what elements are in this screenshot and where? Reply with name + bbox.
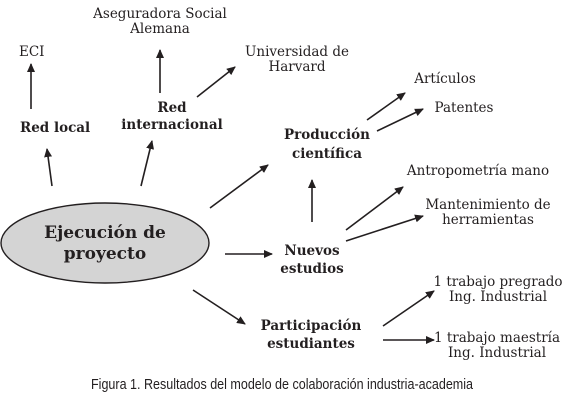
node-eci: ECI (19, 44, 45, 60)
arrows (27, 49, 435, 344)
arrow-to-mantenimiento (345, 214, 424, 242)
figure-caption: Figura 1. Resultados del modelo de colab… (91, 377, 474, 393)
arrow-to-produccion (209, 164, 269, 209)
project-ellipse (0, 202, 210, 284)
center-label-line2: proyecto (64, 244, 146, 264)
node-maestria-line2: Ing. Industrial (448, 345, 546, 361)
arrow-to-red-local (44, 148, 53, 187)
arrow-to-red-internacional (140, 140, 154, 187)
node-articulos: Artículos (413, 71, 476, 87)
node-nuevos-line1: Nuevos (284, 243, 340, 259)
node-nuevos-line2: estudios (280, 261, 344, 277)
node-red-local: Red local (20, 120, 90, 136)
node-red-internacional-line2: internacional (121, 117, 223, 133)
node-participacion-line1: Participación (261, 318, 362, 334)
node-produccion-line1: Producción (284, 127, 370, 143)
node-pregrado-line2: Ing. Industrial (449, 289, 547, 305)
node-participacion-line2: estudiantes (267, 336, 355, 352)
arrow-to-antropometria (345, 186, 404, 231)
node-produccion-line2: científica (292, 146, 362, 162)
node-maestria-line1: 1 trabajo maestría (434, 330, 560, 346)
node-mantenimiento-line1: Mantenimiento de (425, 197, 550, 213)
node-aseguradora-line2: Alemana (129, 21, 190, 37)
node-harvard-line1: Universidad de (245, 44, 349, 60)
node-aseguradora-line1: Aseguradora Social (92, 6, 227, 22)
arrow-to-articulos (366, 92, 406, 121)
arrow-to-participacion (192, 289, 246, 325)
node-patentes: Patentes (435, 100, 494, 116)
node-antropometria: Antropometría mano (406, 163, 549, 179)
arrow-to-pregrado (382, 290, 435, 327)
arrow-to-harvard (196, 66, 236, 98)
arrow-to-patentes (376, 108, 424, 132)
center-label-line1: Ejecución de (44, 223, 166, 243)
node-pregrado-line1: 1 trabajo pregrado (433, 274, 562, 290)
node-mantenimiento-line2: herramientas (442, 212, 534, 228)
node-harvard-line2: Harvard (268, 59, 325, 75)
node-red-internacional-line1: Red (157, 100, 187, 116)
